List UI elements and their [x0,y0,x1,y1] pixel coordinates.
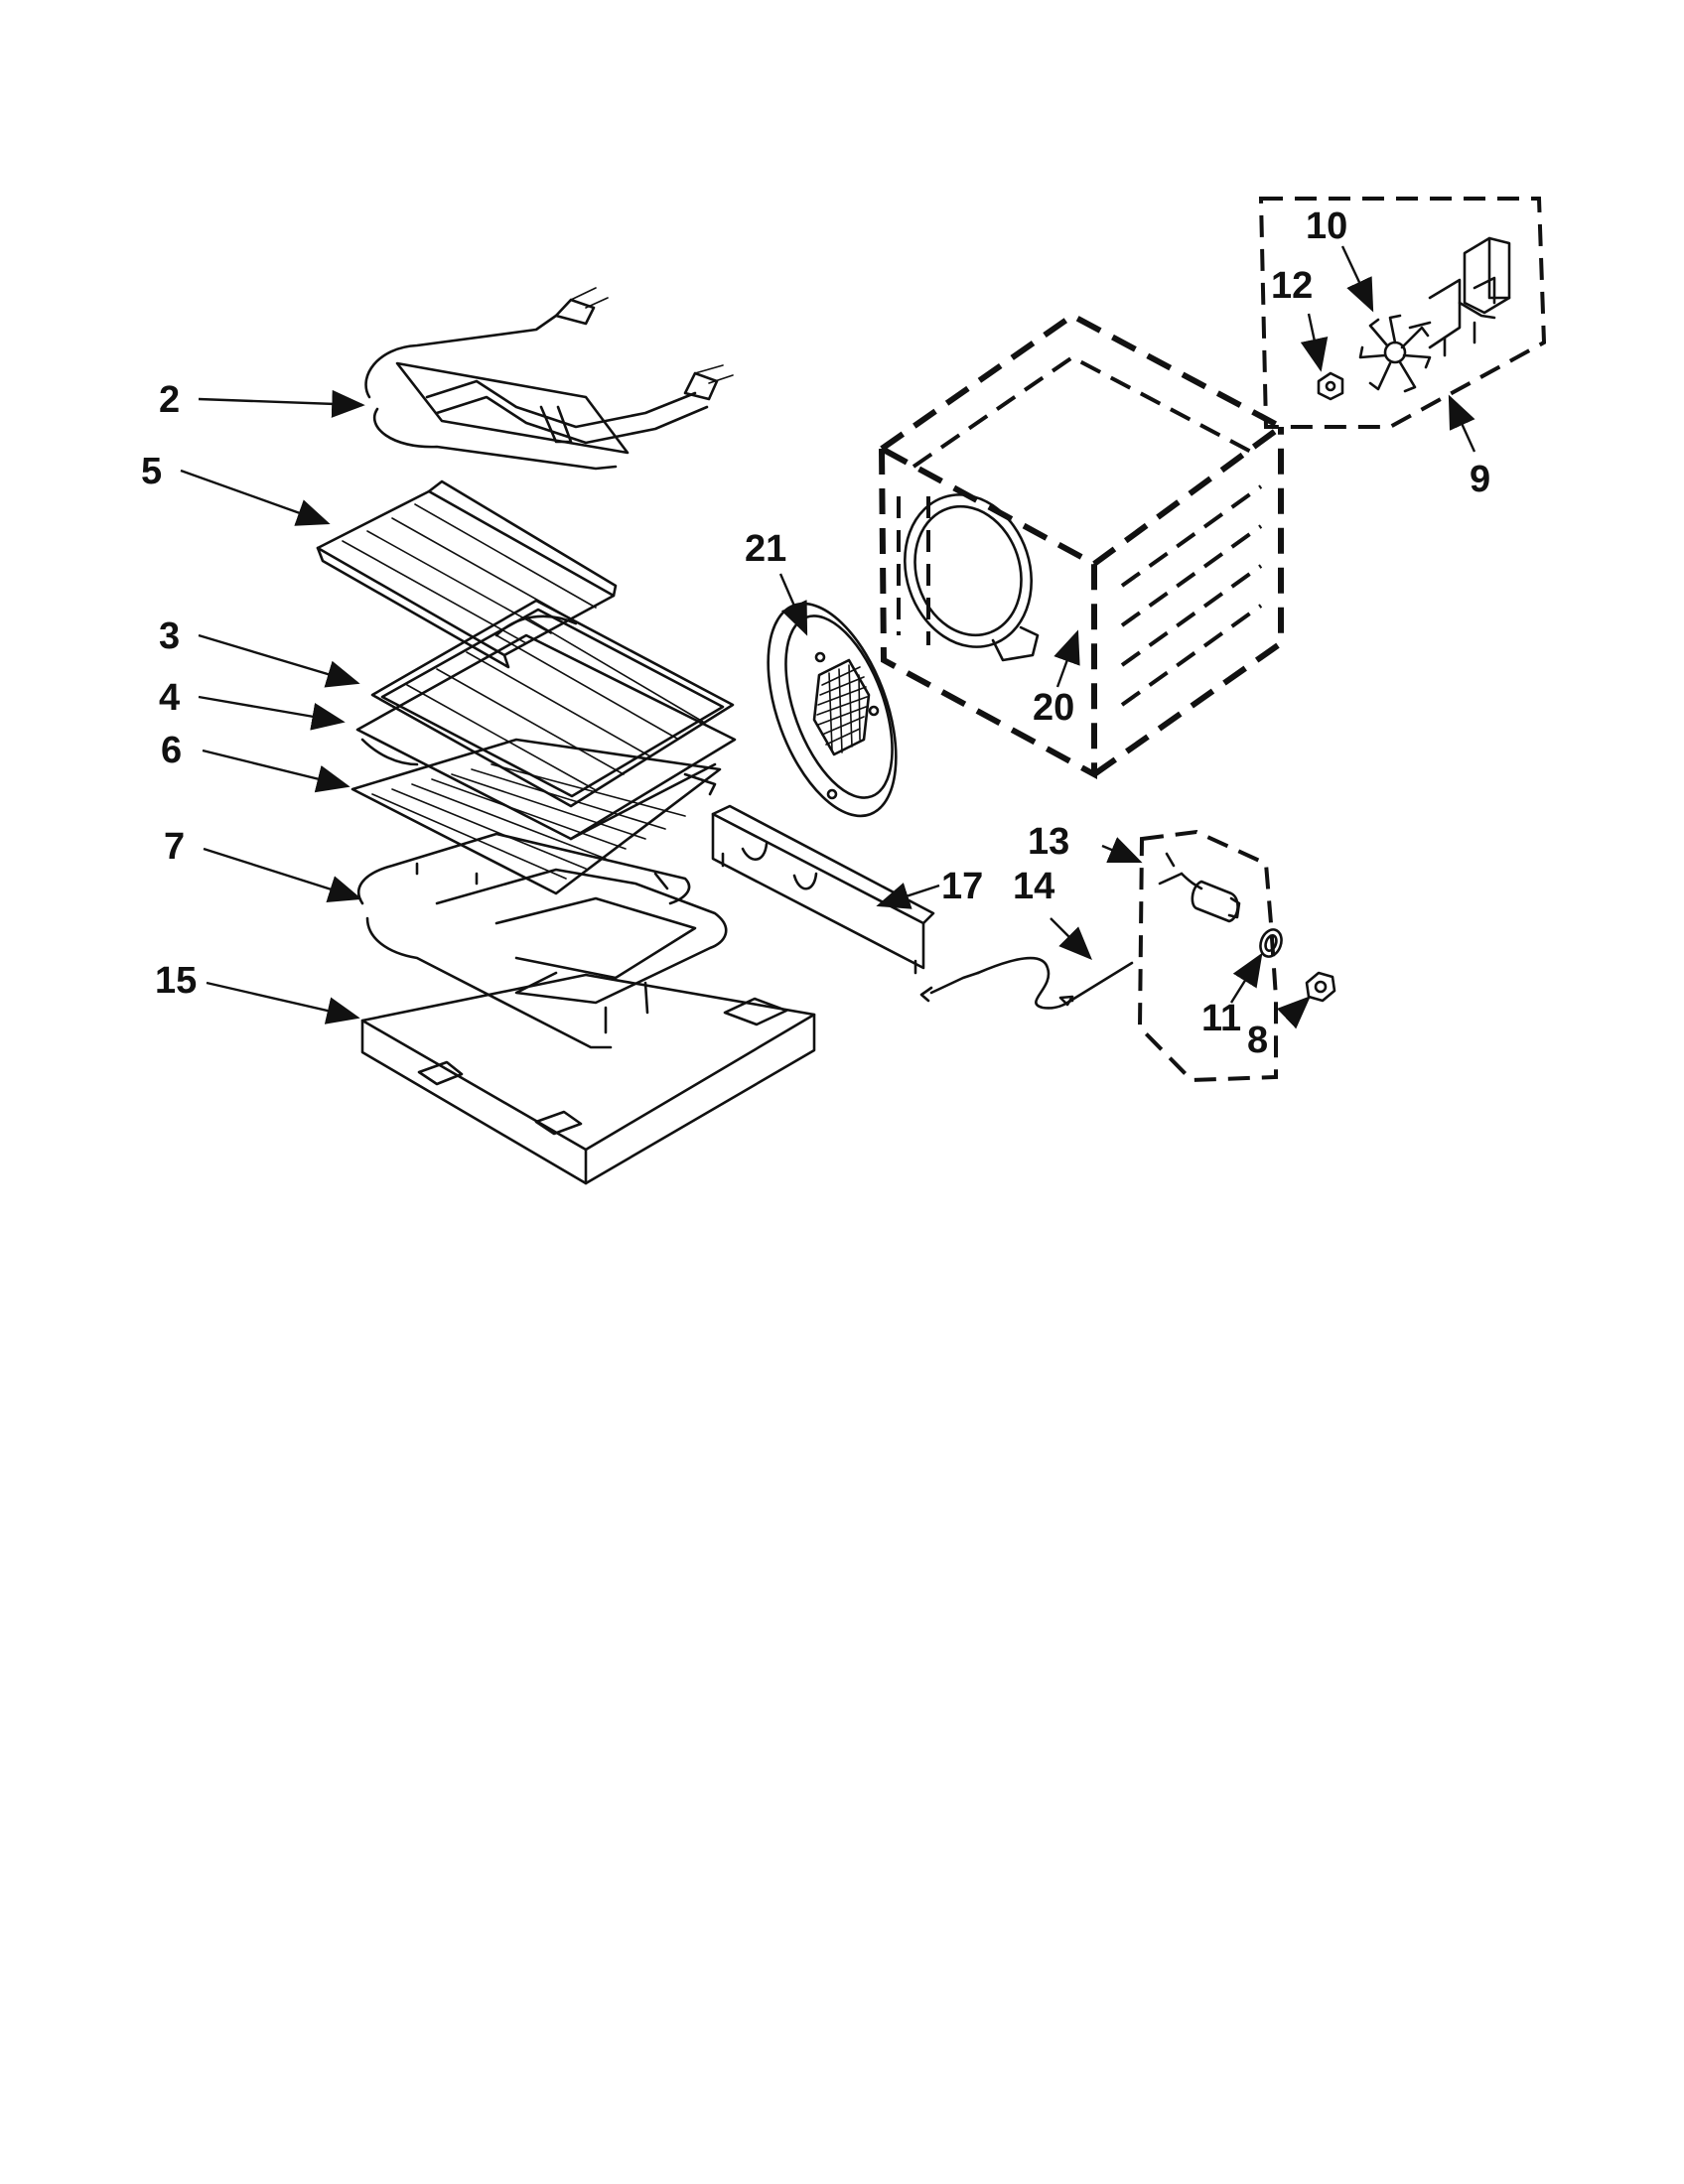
callout-15: 15 [155,960,197,1002]
convection-fan-blade [1358,314,1432,393]
callout-6: 6 [161,730,182,771]
callout-5: 5 [141,451,162,492]
callout-2: 2 [159,379,180,421]
meat-probe [919,956,1134,1010]
leader-lines [180,245,1476,1029]
sensor-kit-group [1137,829,1278,1083]
callout-4: 4 [159,677,180,719]
callout-13: 13 [1028,821,1069,863]
callout-labels: 2 5 3 4 6 7 15 21 20 17 13 14 11 8 10 12… [141,205,1490,1061]
oven-rack-lower [355,633,737,841]
fan-motor-kit-group [1258,197,1547,429]
callout-21: 21 [745,528,786,570]
callout-11: 11 [1201,998,1241,1039]
callout-20: 20 [1033,687,1074,729]
side-panel-bracket [711,804,935,975]
callout-14: 14 [1013,866,1054,907]
callout-8: 8 [1247,1020,1268,1061]
callout-9: 9 [1470,459,1490,500]
callout-7: 7 [164,826,185,868]
callout-3: 3 [159,615,180,657]
convection-fan-motor [1408,236,1511,357]
fan-nut [1317,371,1344,401]
oven-rack-upper [370,599,735,808]
broil-element [364,287,734,471]
broil-pan-rack [351,738,722,895]
callout-12: 12 [1271,265,1313,307]
oven-bottom-tray [360,973,816,1185]
sensor-washer [1259,928,1283,958]
bake-element [357,832,728,1049]
temperature-sensor [1158,852,1241,923]
broil-pan-grid [316,479,618,669]
callout-17: 17 [941,866,983,907]
sensor-nut [1305,971,1336,1003]
oven-cavity-outline [876,312,1287,780]
callout-10: 10 [1306,205,1347,247]
convection-fan-cover [767,602,898,818]
